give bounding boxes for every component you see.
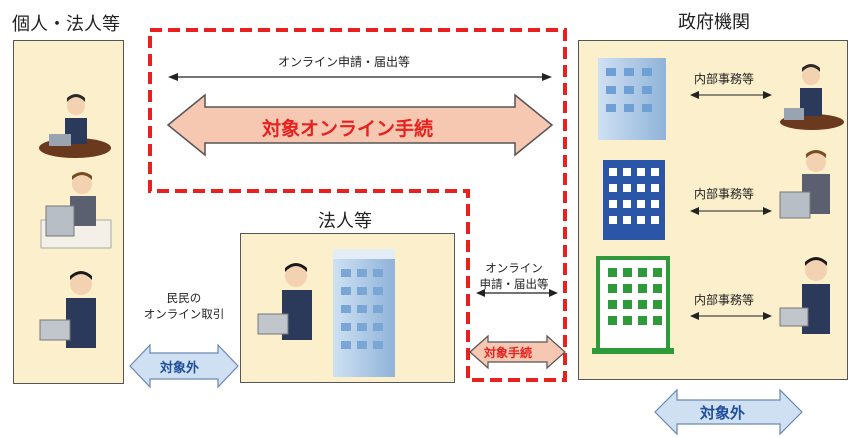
online-application-line2: 申請・届出等 xyxy=(479,277,549,291)
target-procedures-arrow xyxy=(469,334,566,370)
person-at-desk-icon xyxy=(39,94,111,158)
government-title: 政府機関 xyxy=(678,12,750,33)
online-application-small-arrow xyxy=(476,289,558,297)
office-building-icon xyxy=(603,160,665,240)
private-transactions-line2: オンライン取引 xyxy=(143,307,225,321)
internal-affairs-arrow-1 xyxy=(690,91,772,99)
internal-affairs-label-1: 内部事務等 xyxy=(694,72,755,86)
person-with-laptop-icon xyxy=(40,172,112,249)
green-building-icon xyxy=(592,256,674,354)
private-transactions-line1: 民民の xyxy=(166,291,202,305)
target-procedures-label: 対象手続 xyxy=(484,346,533,360)
out-of-scope-left-arrow xyxy=(129,343,239,389)
office-building-icon xyxy=(598,58,666,140)
person-at-desk-icon xyxy=(780,64,844,130)
person-with-laptop-icon xyxy=(39,271,96,348)
individuals-title: 個人・法人等 xyxy=(12,14,120,35)
person-with-laptop-icon xyxy=(257,263,312,340)
person-with-laptop-icon xyxy=(779,257,830,334)
online-application-top-arrow xyxy=(168,73,552,81)
online-application-line1: オンライン xyxy=(485,261,543,275)
out-of-scope-bottom-label: 対象外 xyxy=(700,404,746,422)
internal-affairs-label-3: 内部事務等 xyxy=(694,293,755,307)
office-building-icon xyxy=(333,249,395,377)
online-application-top-label: オンライン申請・届出等 xyxy=(278,55,411,69)
corporations-title: 法人等 xyxy=(318,211,372,232)
out-of-scope-bottom-arrow xyxy=(654,388,803,436)
internal-affairs-label-2: 内部事務等 xyxy=(694,187,755,201)
target-online-procedures-arrow xyxy=(166,93,554,157)
internal-affairs-arrow-2 xyxy=(690,207,772,215)
out-of-scope-left-label: 対象外 xyxy=(160,361,200,376)
internal-affairs-arrow-3 xyxy=(690,312,772,320)
target-scope-boundary xyxy=(148,28,567,382)
target-online-procedures-label: 対象オンライン手続 xyxy=(262,118,434,140)
person-with-laptop-icon xyxy=(779,150,830,219)
